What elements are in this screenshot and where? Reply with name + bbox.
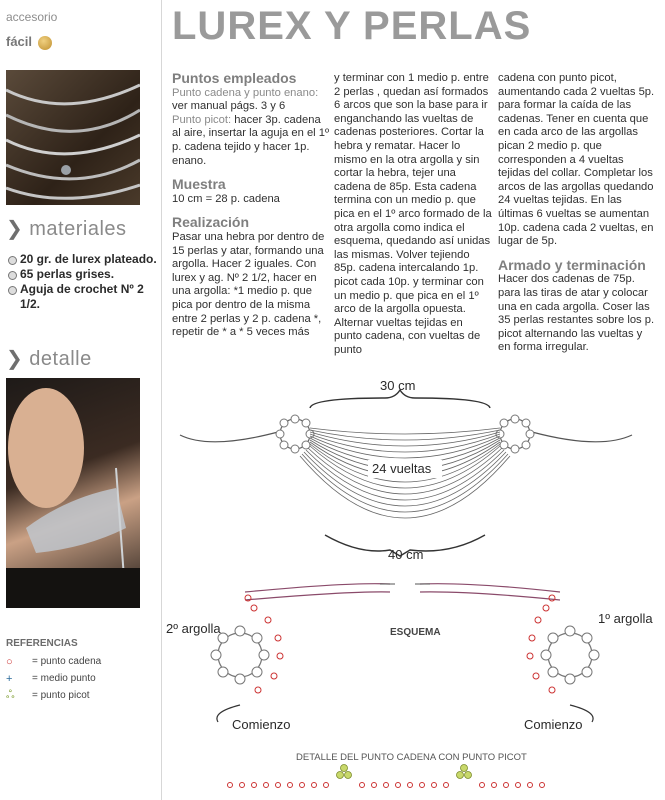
detail-heading: ❯detalle [6,346,92,370]
list-item: 65 perlas grises. [8,267,158,282]
difficulty-label: fácil [6,34,33,49]
category-label: accesorio [6,10,58,24]
references-title: REFERENCIAS [6,638,78,649]
rows-label: 24 vueltas [372,461,432,476]
reference-item: + = medio punto [6,672,96,685]
picot-icon: ஃ [6,688,15,701]
detail-photo [6,378,140,608]
reference-item: ○ = punto cadena [6,655,102,668]
heading-assembly: Armado y terminación [498,256,646,273]
heading-sample: Muestra [172,176,226,193]
necklace-photo [6,70,140,205]
pattern-diagram [179,388,633,788]
heading-stitches: Puntos empleados [172,70,297,86]
list-item: Aguja de crochet Nº 2 1/2. [8,282,158,312]
chevron-right-icon: ❯ [6,216,24,240]
heading-realization: Realización [172,214,250,231]
list-item: 20 gr. de lurex plateado. [8,252,158,267]
page-title: LUREX Y PERLAS [172,4,532,48]
materials-heading: ❯materiales [6,216,127,240]
text-column-1: Puntos empleados Punto cadena y punto en… [172,70,330,339]
top-width-label: 30 cm [380,378,416,393]
single-crochet-icon: + [6,672,13,685]
difficulty-ball-icon [38,36,52,50]
start-left-label: Comienzo [232,717,291,732]
text-column-2: y terminar con 1 medio p. entre 2 perlas… [334,72,492,356]
chevron-right-icon: ❯ [6,346,24,370]
text-column-3: cadena con punto picot, aumentando cada … [498,72,655,354]
bottom-width-label: 40 cm [388,547,424,562]
materials-list: 20 gr. de lurex plateado. 65 perlas gris… [8,252,158,312]
schema-label: ESQUEMA [390,627,441,638]
detail-caption: DETALLE DEL PUNTO CADENA CON PUNTO PICOT [296,752,527,763]
sidebar: accesorio fácil ❯materiales 20 gr. de lu… [0,0,162,800]
ring-left-label: 2º argolla [166,621,221,636]
ring-right-label: 1º argolla [598,611,653,626]
references: REFERENCIAS ○ = punto cadena + = medio p… [6,638,156,704]
start-right-label: Comienzo [524,717,583,732]
reference-item: ஃ = punto picot [6,688,90,702]
chain-stitch-icon: ○ [6,655,13,668]
